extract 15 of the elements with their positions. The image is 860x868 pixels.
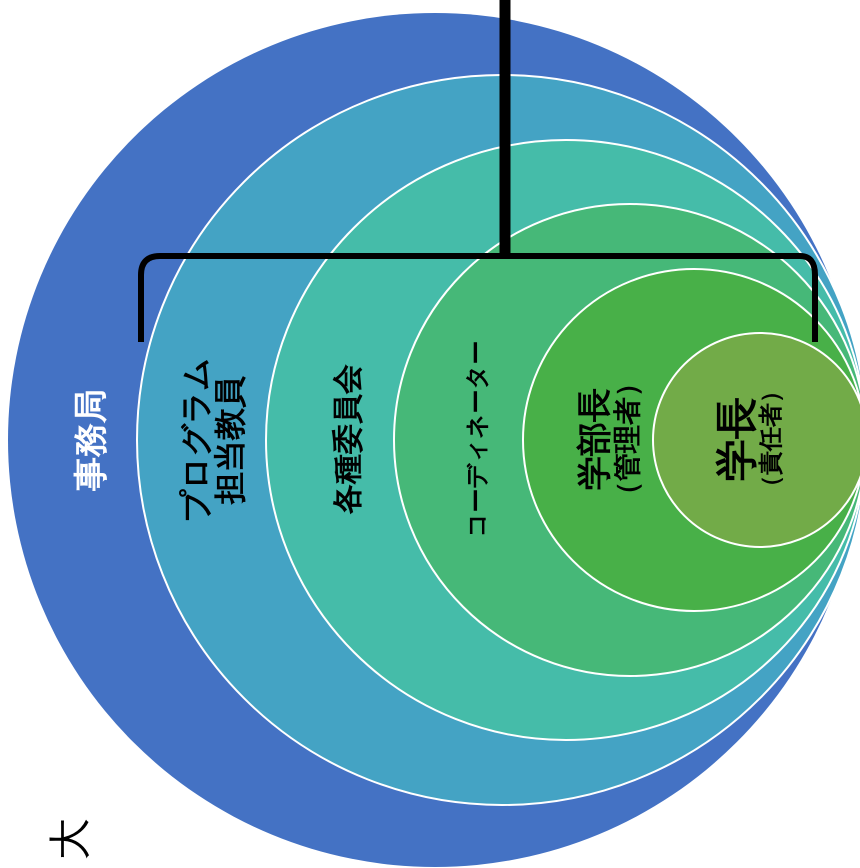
role-label: 各種委員会 bbox=[332, 364, 364, 514]
circle-region bbox=[652, 332, 860, 548]
role-label: コーディネーター bbox=[465, 340, 491, 538]
role-label: 学長 bbox=[715, 397, 760, 481]
role-note: （責任者） bbox=[759, 379, 785, 499]
circle-region bbox=[136, 74, 860, 806]
circle-region bbox=[393, 203, 860, 677]
role-label: プログラム担当教員 bbox=[179, 356, 247, 524]
role-label: 事務局 bbox=[74, 389, 110, 491]
role-note: （管理者） bbox=[613, 369, 643, 509]
circle-region bbox=[265, 139, 860, 741]
circle-region bbox=[7, 12, 860, 868]
role-label: 学部長 bbox=[577, 388, 614, 490]
circle-region bbox=[522, 268, 860, 612]
cut-off-text: 大 bbox=[50, 818, 92, 860]
